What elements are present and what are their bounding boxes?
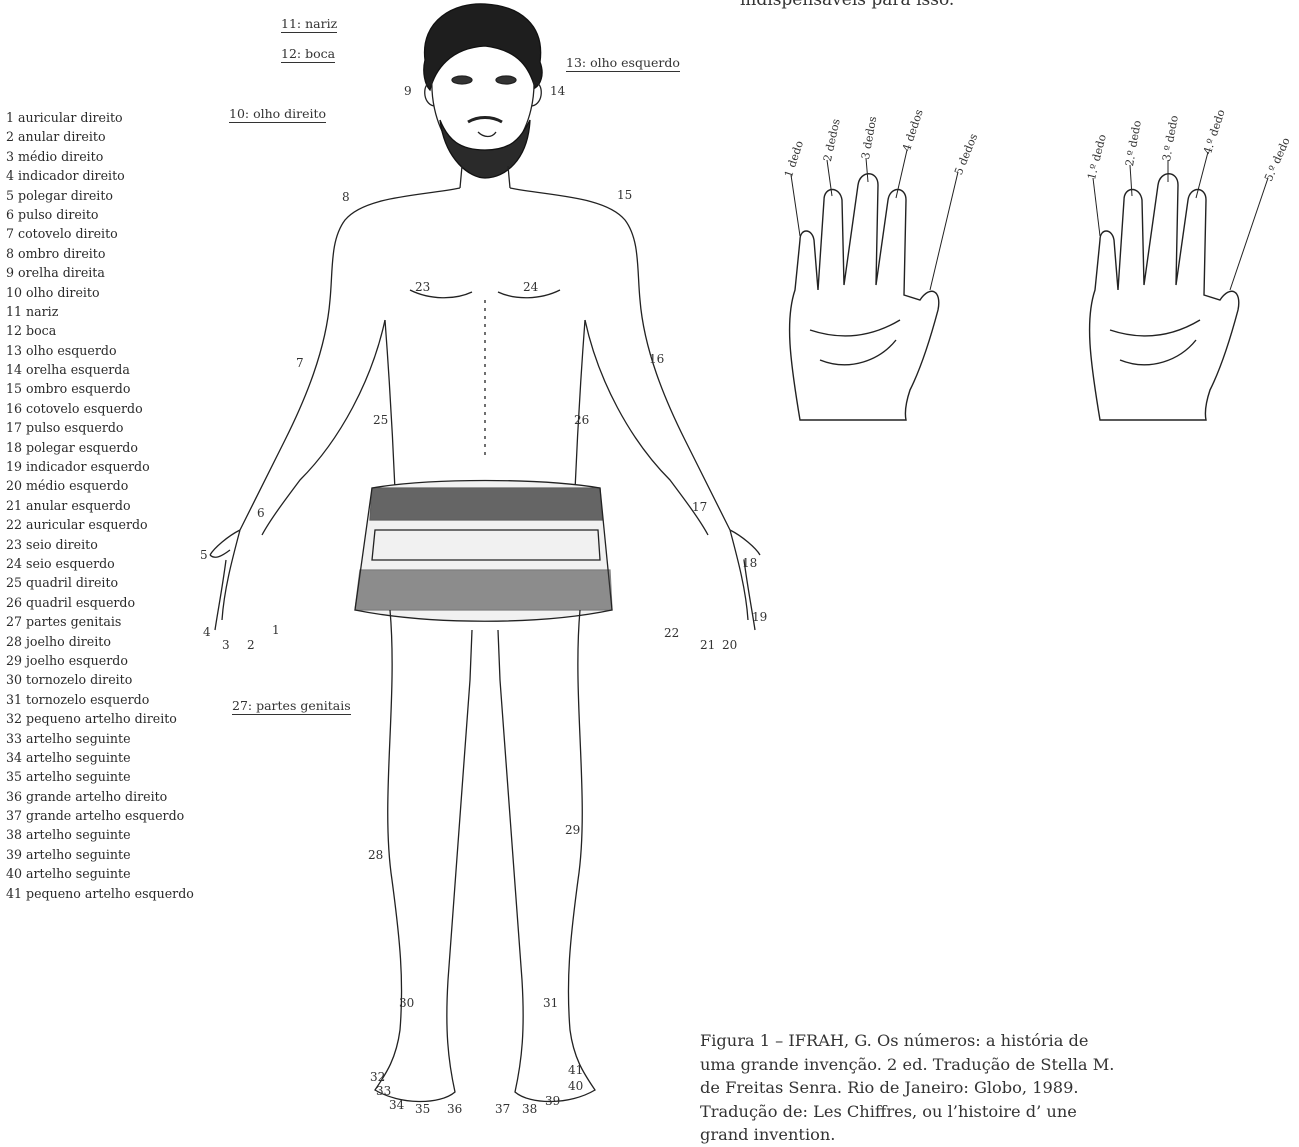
caption-line: de Freitas Senra. Rio de Janeiro: Globo,… <box>700 1076 1130 1100</box>
body-number: 31 <box>543 996 558 1010</box>
body-number: 38 <box>522 1102 537 1116</box>
body-number: 39 <box>545 1094 560 1108</box>
body-number: 9 <box>404 84 412 98</box>
body-number: 30 <box>399 996 414 1010</box>
body-number: 8 <box>342 190 350 204</box>
body-number: 23 <box>415 280 430 294</box>
body-number: 29 <box>565 823 580 837</box>
callout-boca: 12: boca <box>281 46 335 61</box>
body-number: 41 <box>568 1063 583 1077</box>
callout-partes-genitais: 27: partes genitais <box>232 698 351 713</box>
body-number: 40 <box>568 1079 583 1093</box>
hands-drawing <box>0 0 1299 1118</box>
body-number: 17 <box>692 500 707 514</box>
callout-olho-esquerdo: 13: olho esquerdo <box>566 55 680 70</box>
callout-olho-direito: 10: olho direito <box>229 106 326 121</box>
body-number: 14 <box>550 84 565 98</box>
body-number: 16 <box>649 352 664 366</box>
body-number: 1 <box>272 623 280 637</box>
hand-right <box>1090 174 1239 420</box>
body-number: 6 <box>257 506 265 520</box>
body-number: 22 <box>664 626 679 640</box>
caption-line: Tradução de: Les Chiffres, ou l’histoire… <box>700 1100 1130 1124</box>
body-number: 26 <box>574 413 589 427</box>
caption-line: Figura 1 – IFRAH, G. Os números: a histó… <box>700 1029 1130 1053</box>
callout-nariz: 11: nariz <box>281 16 337 31</box>
body-number: 35 <box>415 1102 430 1116</box>
body-number: 28 <box>368 848 383 862</box>
body-number: 24 <box>523 280 538 294</box>
body-number: 15 <box>617 188 632 202</box>
body-number: 25 <box>373 413 388 427</box>
body-number: 32 <box>370 1070 385 1084</box>
body-number: 7 <box>296 356 304 370</box>
body-number: 3 <box>222 638 230 652</box>
body-number: 36 <box>447 1102 462 1116</box>
body-number: 4 <box>203 625 211 639</box>
body-number: 21 <box>700 638 715 652</box>
body-number: 37 <box>495 1102 510 1116</box>
body-number: 20 <box>722 638 737 652</box>
caption-line: uma grande invenção. 2 ed. Tradução de S… <box>700 1053 1130 1077</box>
body-number: 34 <box>389 1098 404 1112</box>
caption-line: grand invention. <box>700 1123 1130 1147</box>
body-number: 5 <box>200 548 208 562</box>
hand-left <box>790 174 939 420</box>
body-number: 19 <box>752 610 767 624</box>
body-number: 33 <box>376 1084 391 1098</box>
body-number: 18 <box>742 556 757 570</box>
body-number: 2 <box>247 638 255 652</box>
figure-caption: Figura 1 – IFRAH, G. Os números: a histó… <box>700 1029 1130 1147</box>
